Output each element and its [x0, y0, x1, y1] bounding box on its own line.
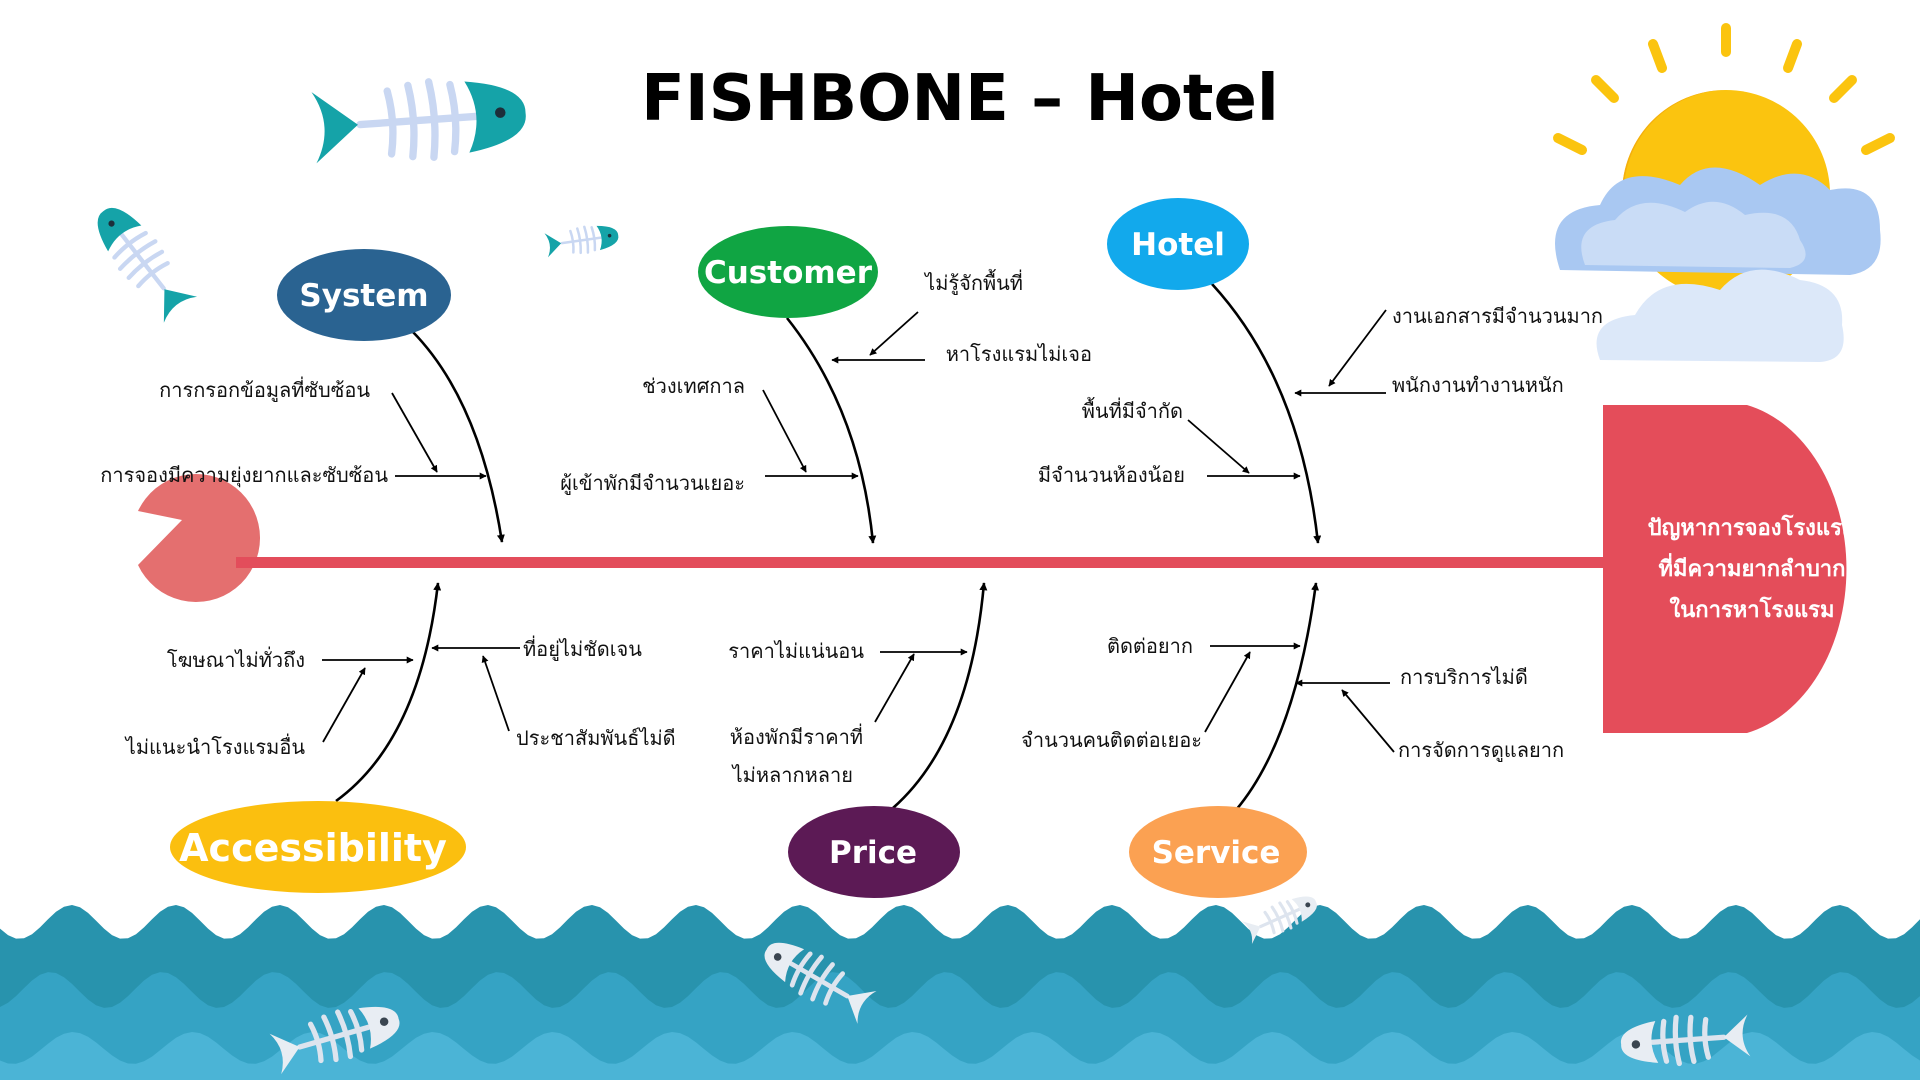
category-customer-label: Customer	[704, 255, 873, 291]
bone-accessibility	[335, 582, 442, 803]
cause-label: มีจำนวนห้องน้อย	[1038, 463, 1185, 487]
cause-label: ราคาไม่แน่นอน	[728, 639, 864, 663]
cause-label: ผู้เข้าพักมีจำนวนเยอะ	[560, 471, 745, 496]
effect-label-line-1: ปัญหาการจองโรงแรม	[1648, 514, 1857, 541]
bone-system	[411, 330, 505, 543]
bone-service	[1235, 582, 1320, 811]
category-system-ellipse	[277, 249, 451, 341]
cause-arrows	[322, 309, 1395, 753]
bone-customer	[785, 317, 877, 544]
effect-box	[1603, 405, 1847, 733]
category-price-label: Price	[829, 835, 917, 871]
cause-label: หาโรงแรมไม่เจอ	[946, 342, 1092, 366]
category-hotel-ellipse	[1107, 198, 1249, 290]
waves-icon	[0, 905, 1920, 1080]
cause-label: การจองมีความยุ่งยากและซับซ้อน	[100, 463, 388, 488]
category-service-ellipse	[1129, 806, 1307, 898]
cause-label: การจัดการดูแลยาก	[1398, 738, 1564, 763]
cause-label: งานเอกสารมีจำนวนมาก	[1392, 304, 1603, 328]
cause-label: จำนวนคนติดต่อเยอะ	[1021, 728, 1202, 752]
fish-head	[138, 474, 261, 602]
wave-middle	[0, 972, 1920, 1080]
category-system-label: System	[299, 278, 428, 314]
category-accessibility-ellipse	[170, 801, 466, 893]
cause-label: ติดต่อยาก	[1107, 634, 1193, 658]
fish-skeleton-icon	[543, 221, 622, 260]
category-customer-ellipse	[698, 226, 878, 318]
cause-label: การกรอกข้อมูลที่ซับซ้อน	[159, 376, 370, 403]
category-price-ellipse	[788, 806, 960, 898]
wave-front	[0, 1032, 1920, 1080]
fish-skeleton-icon	[311, 75, 528, 165]
category-service-label: Service	[1152, 835, 1281, 871]
cause-label: พนักงานทำงานหนัก	[1392, 373, 1564, 397]
cause-label: พื้นที่มีจำกัด	[1082, 397, 1183, 423]
cloud-icon	[1555, 167, 1881, 362]
cause-label: โฆษณาไม่ทั่วถึง	[167, 646, 305, 672]
cause-label: ช่วงเทศกาล	[642, 374, 745, 398]
category-hotel-label: Hotel	[1131, 227, 1225, 263]
cause-label: ไม่หลากหลาย	[731, 763, 853, 787]
page-title: FISHBONE – Hotel	[641, 62, 1279, 136]
fish-skeleton-icon	[86, 197, 198, 323]
category-accessibility-label: Accessibility	[179, 826, 447, 870]
bone-price	[892, 582, 988, 809]
effect-label-line-3: ในการหาโรงแรม	[1670, 596, 1835, 623]
bone-hotel	[1211, 283, 1322, 544]
cause-label: ไม่รู้จักพื้นที่	[923, 269, 1023, 296]
cause-label: ไม่แนะนำโรงแรมอื่น	[124, 733, 306, 759]
cause-label: ที่อยู่ไม่ชัดเจน	[523, 635, 642, 662]
cause-label: ประชาสัมพันธ์ไม่ดี	[516, 726, 676, 750]
effect-label-line-2: ที่มีความยากลำบาก	[1659, 552, 1846, 582]
spine	[236, 557, 1606, 568]
cause-label: ห้องพักมีราคาที่	[730, 723, 863, 749]
cause-label: การบริการไม่ดี	[1400, 665, 1528, 689]
